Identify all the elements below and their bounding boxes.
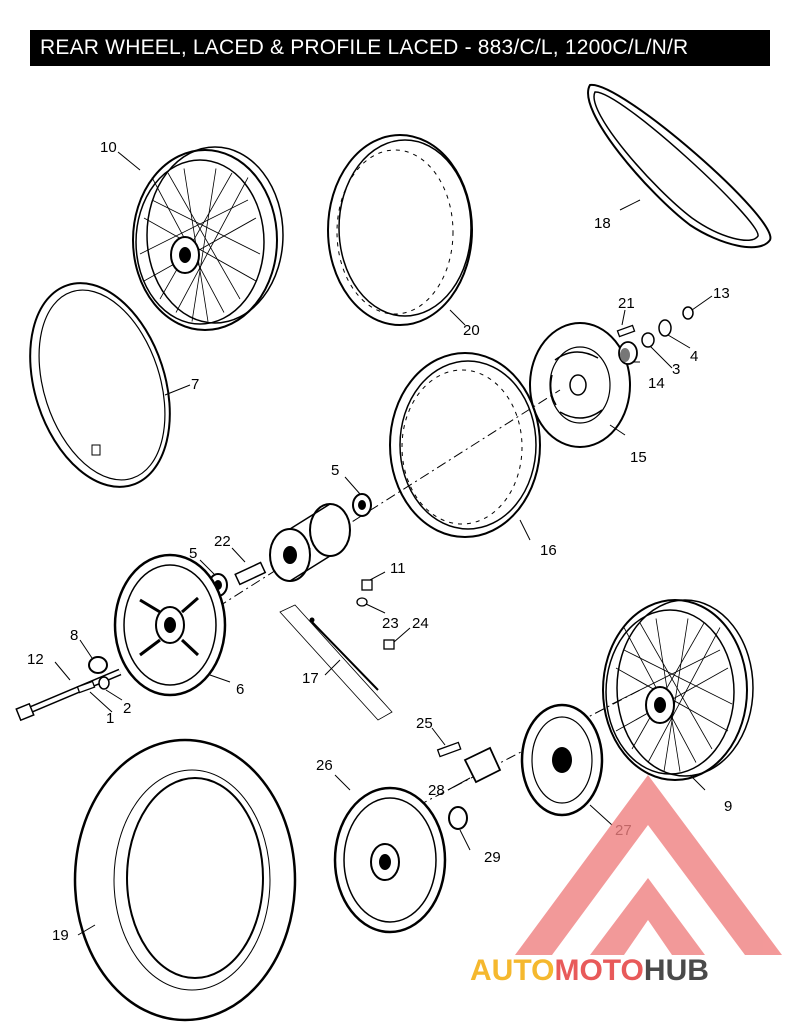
callout-5-lower: 5 xyxy=(189,545,197,562)
callout-12: 12 xyxy=(27,651,44,668)
inner-tube-7 xyxy=(29,282,171,488)
pulley-cover-27 xyxy=(520,703,604,817)
callout-1: 1 xyxy=(106,710,114,727)
spacer-22 xyxy=(234,561,267,586)
callout-15: 15 xyxy=(630,449,647,466)
callout-24: 24 xyxy=(412,615,429,632)
spacer-29 xyxy=(448,806,468,830)
callout-21: 21 xyxy=(618,295,635,312)
callout-2: 2 xyxy=(123,700,131,717)
callout-10: 10 xyxy=(100,139,117,156)
callout-20: 20 xyxy=(463,322,480,339)
callout-3: 3 xyxy=(672,361,680,378)
watermark-logo xyxy=(515,775,782,955)
disc-hardware xyxy=(616,306,694,365)
spacer-8 xyxy=(88,656,108,674)
pulley-6 xyxy=(113,553,227,697)
drive-belt-18 xyxy=(587,83,772,249)
callout-4: 4 xyxy=(690,348,698,365)
callout-28: 28 xyxy=(428,782,445,799)
rim-20 xyxy=(327,134,473,326)
wheel-hub xyxy=(269,503,351,582)
callout-25: 25 xyxy=(416,715,433,732)
callout-17: 17 xyxy=(302,670,319,687)
rim-16 xyxy=(389,352,541,538)
washer-2 xyxy=(98,676,110,690)
laced-wheel-10 xyxy=(132,146,284,331)
watermark-text: AUTOMOTOHUB xyxy=(470,954,709,987)
watermark-moto: MOTO xyxy=(554,954,643,987)
tire-19 xyxy=(73,738,297,1022)
callout-6: 6 xyxy=(236,681,244,698)
valve-parts xyxy=(356,579,395,650)
callout-18: 18 xyxy=(594,215,611,232)
laced-wheel-9 xyxy=(602,599,754,781)
spoke-17 xyxy=(279,604,393,721)
bearing-5-upper xyxy=(352,493,372,517)
leader-lines xyxy=(54,151,713,936)
bolt-25 xyxy=(436,741,462,758)
watermark-hub: HUB xyxy=(644,954,709,987)
callout-26: 26 xyxy=(316,757,333,774)
callout-16: 16 xyxy=(540,542,557,559)
callout-19: 19 xyxy=(52,927,69,944)
screw-1 xyxy=(76,680,96,694)
svg-text:AUTOMOTOHUB: AUTOMOTOHUB xyxy=(470,954,709,987)
diagram-title: REAR WHEEL, LACED & PROFILE LACED - 883/… xyxy=(30,30,770,66)
profile-pulley-26 xyxy=(333,786,447,934)
bracket-28 xyxy=(463,746,502,784)
callout-29: 29 xyxy=(484,849,501,866)
callout-23: 23 xyxy=(382,615,399,632)
callout-11: 11 xyxy=(390,560,406,577)
callout-5-upper: 5 xyxy=(331,462,339,479)
callout-13: 13 xyxy=(713,285,730,302)
callout-8: 8 xyxy=(70,627,78,644)
callout-7: 7 xyxy=(191,376,199,393)
watermark-auto: AUTO xyxy=(470,954,554,987)
brake-disc-15 xyxy=(529,322,631,448)
callout-22: 22 xyxy=(214,533,231,550)
callout-14: 14 xyxy=(648,375,665,392)
callout-9: 9 xyxy=(724,798,732,815)
